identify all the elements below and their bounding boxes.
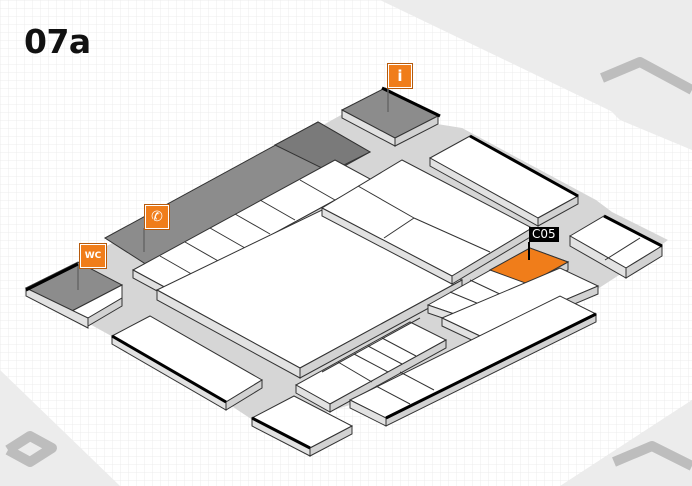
- info-stand: [340, 87, 440, 147]
- lower-right-row: [348, 295, 598, 427]
- lower-middle-stand: [294, 317, 448, 413]
- phone-icon[interactable]: ✆: [145, 205, 169, 229]
- hall-title: 07a: [24, 22, 91, 61]
- wc-block: [24, 261, 124, 329]
- flag-poles: [77, 88, 389, 290]
- adjacent-hall-markings: [5, 57, 692, 471]
- wc-icon[interactable]: WC: [80, 244, 106, 268]
- left-lower-stand: [110, 315, 263, 411]
- dark-strip-end: [273, 121, 372, 173]
- booth-c05[interactable]: [488, 247, 570, 285]
- right-top-stand: [428, 135, 580, 227]
- upper-middle-stand: [320, 159, 534, 285]
- far-right-stand: [569, 215, 664, 279]
- booth-label[interactable]: C05: [529, 227, 559, 242]
- hall-walls: [25, 86, 663, 420]
- info-icon[interactable]: i: [388, 64, 412, 88]
- bottom-stand: [250, 395, 354, 457]
